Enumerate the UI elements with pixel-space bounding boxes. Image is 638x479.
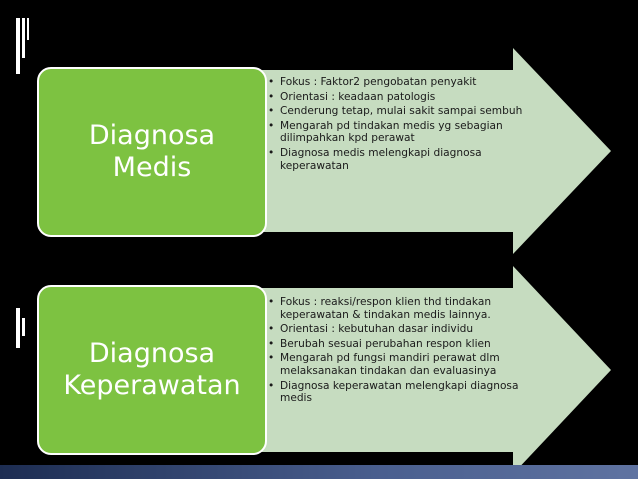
list-item: Orientasi : kebutuhan dasar individu (268, 323, 530, 336)
list-item: Diagnosa medis melengkapi diagnosa keper… (268, 147, 530, 172)
corner-bar-1 (16, 18, 20, 74)
title-line: Keperawatan (63, 370, 241, 401)
title-line: Diagnosa (88, 338, 216, 369)
corner-bar-3 (27, 18, 29, 40)
list-item: Fokus : reaksi/respon klien thd tindakan… (268, 296, 530, 321)
diagnosa-medis-box: Diagnosa Medis (37, 67, 267, 237)
list-item: Orientasi : keadaan patologis (268, 91, 530, 104)
list-item: Cenderung tetap, mulai sakit sampai semb… (268, 105, 530, 118)
corner-bar-2 (22, 18, 25, 58)
list-item: Diagnosa keperawatan melengkapi diagnosa… (268, 380, 530, 405)
title-line: Medis (112, 152, 192, 183)
list-item: Berubah sesuai perubahan respon klien (268, 338, 530, 351)
list-item: Fokus : Faktor2 pengobatan penyakit (268, 76, 530, 89)
diagnosa-medis-bullets: Fokus : Faktor2 pengobatan penyakit Orie… (268, 76, 530, 174)
title-line: Diagnosa (88, 120, 216, 151)
list-item: Mengarah pd fungsi mandiri perawat dlm m… (268, 352, 530, 377)
side-bar-2 (22, 318, 25, 336)
diagnosa-medis-title: Diagnosa Medis (89, 120, 215, 184)
list-item: Mengarah pd tindakan medis yg sebagian d… (268, 120, 530, 145)
bottom-band (0, 465, 638, 479)
diagnosa-keperawatan-bullets: Fokus : reaksi/respon klien thd tindakan… (268, 296, 530, 407)
diagnosa-keperawatan-title: Diagnosa Keperawatan (63, 338, 240, 402)
diagnosa-keperawatan-box: Diagnosa Keperawatan (37, 285, 267, 455)
side-bar-1 (16, 308, 20, 348)
